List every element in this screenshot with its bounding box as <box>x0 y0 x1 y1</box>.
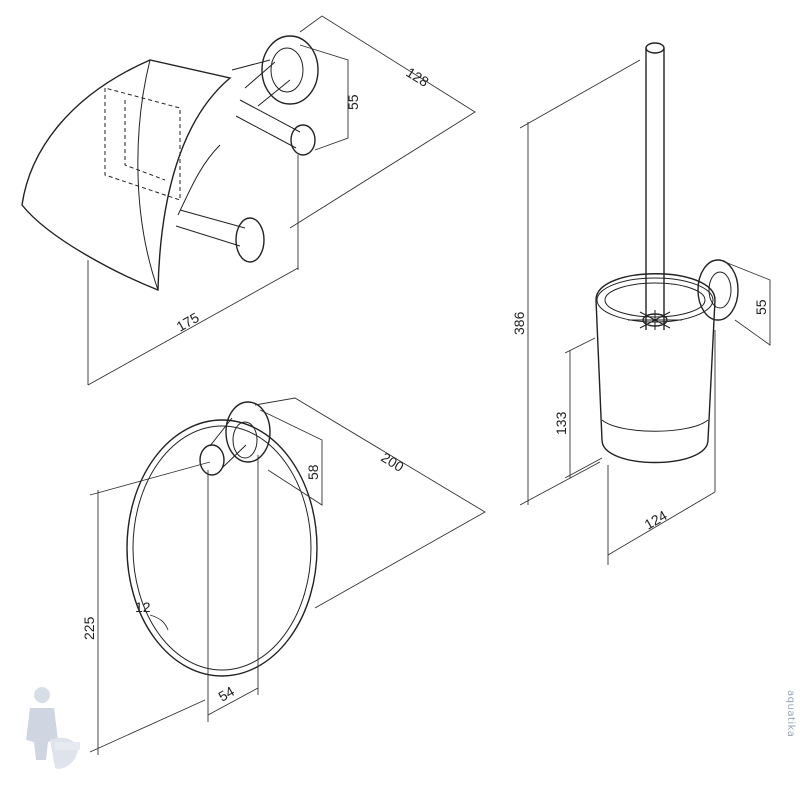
paper-holder-end-cap <box>235 217 265 263</box>
toilet-brush-depth-label: 124 <box>642 507 670 533</box>
towel-ring-drawing: 200 58 225 12 54 <box>81 397 486 755</box>
paper-holder-rosette <box>261 35 319 105</box>
towel-ring-offset-label: 54 <box>216 683 238 705</box>
toilet-brush-rosette <box>697 259 739 321</box>
paper-holder-cover <box>21 59 232 292</box>
towel-ring-rosette <box>225 401 271 463</box>
watermark-text: aquatika <box>785 690 796 737</box>
toilet-brush-cup-height-label: 133 <box>553 411 569 435</box>
towel-ring-height-label: 225 <box>81 616 97 640</box>
toilet-brush-drawing: 386 55 133 124 <box>511 42 771 565</box>
toilet-brush-rosette-label: 55 <box>753 299 769 315</box>
paper-holder-depth-label: 128 <box>403 64 431 90</box>
paper-holder-rosette-label: 55 <box>345 94 361 110</box>
towel-ring <box>126 419 318 677</box>
toilet-brush-height-label: 386 <box>511 311 527 335</box>
paper-holder-drawing: 128 55 175 <box>21 15 476 386</box>
toilet-brush-cup <box>595 273 716 464</box>
paper-holder-width-label: 175 <box>174 309 202 335</box>
towel-ring-rosette-label: 58 <box>305 464 321 480</box>
towel-ring-thickness-label: 12 <box>135 599 151 615</box>
towel-ring-depth-label: 200 <box>378 449 406 475</box>
watermark-logo <box>26 687 80 769</box>
